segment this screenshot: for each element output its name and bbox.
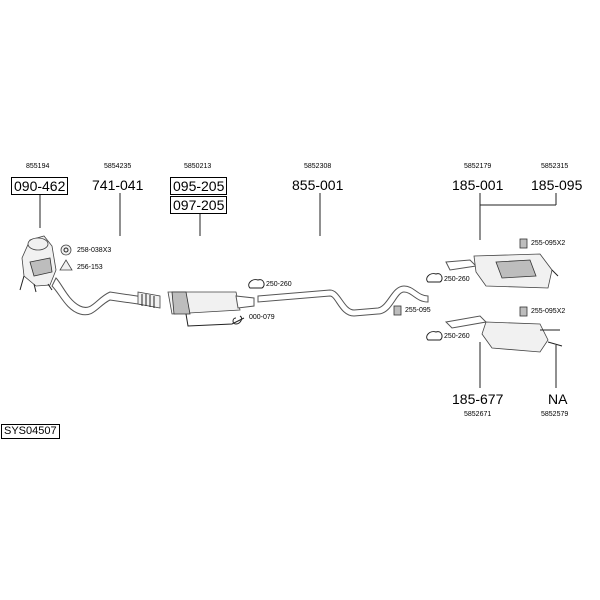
ref-number: 5852179 bbox=[464, 163, 492, 170]
part-number-097-205: 097-205 bbox=[170, 196, 228, 214]
particulate-filter-part bbox=[167, 291, 255, 327]
accessory-label: 000-079 bbox=[249, 314, 275, 321]
rubber-mount-icon bbox=[393, 305, 402, 316]
ref-number: 5852315 bbox=[541, 163, 569, 170]
front-pipe-part bbox=[51, 277, 153, 316]
accessory-label: 250-260 bbox=[444, 333, 470, 340]
manifold-catalyst-part bbox=[19, 235, 57, 293]
clamp-icon bbox=[426, 273, 443, 283]
bracket-icon bbox=[232, 315, 243, 325]
rear-silencer-part bbox=[445, 253, 559, 289]
accessory-label: 255-095X2 bbox=[531, 308, 566, 315]
ref-number: 5850213 bbox=[184, 163, 212, 170]
rubber-mount-icon bbox=[519, 238, 528, 249]
accessory-label: 255-095X2 bbox=[531, 240, 566, 247]
accessory-label: 250-260 bbox=[266, 281, 292, 288]
ref-number: 855194 bbox=[26, 163, 50, 170]
part-number-185-095: 185-095 bbox=[531, 177, 583, 193]
flex-joint-part bbox=[137, 291, 161, 309]
accessory-label: 258-038X3 bbox=[77, 247, 112, 254]
part-number-855-001: 855-001 bbox=[292, 177, 344, 193]
part-number-741-041: 741-041 bbox=[92, 177, 144, 193]
accessory-label: 256-153 bbox=[77, 264, 103, 271]
clamp-icon bbox=[248, 279, 265, 289]
accessory-label: 250-260 bbox=[444, 276, 470, 283]
gasket-icon bbox=[60, 244, 72, 256]
rear-silencer-alt-part bbox=[444, 315, 563, 353]
part-number-185-677: 185-677 bbox=[452, 391, 504, 407]
ref-number: 5854235 bbox=[104, 163, 132, 170]
clamp-icon bbox=[426, 331, 443, 341]
ref-number: 5852308 bbox=[304, 163, 332, 170]
part-number-090-462: 090-462 bbox=[11, 177, 69, 195]
gasket-icon bbox=[59, 259, 73, 271]
ref-number: 5852579 bbox=[541, 411, 569, 418]
system-code: SYS04507 bbox=[1, 424, 60, 439]
middle-pipe-part bbox=[257, 285, 429, 317]
rubber-mount-icon bbox=[519, 306, 528, 317]
part-number-na: NA bbox=[548, 391, 568, 407]
ref-number: 5852671 bbox=[464, 411, 492, 418]
accessory-label: 255-095 bbox=[405, 307, 431, 314]
part-number-185-001: 185-001 bbox=[452, 177, 504, 193]
part-number-095-205: 095-205 bbox=[170, 177, 228, 195]
